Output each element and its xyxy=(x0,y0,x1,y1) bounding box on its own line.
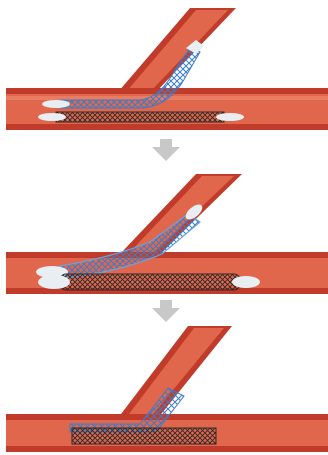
vessel-illustration-3 xyxy=(0,318,328,455)
vessel-illustration-1 xyxy=(0,0,328,140)
main-stent xyxy=(56,112,224,122)
down-arrow-icon xyxy=(150,139,182,161)
vessel-illustration-2 xyxy=(0,162,328,302)
panel-step-1 xyxy=(0,0,328,140)
main-balloon xyxy=(60,274,240,290)
panel-step-3 xyxy=(0,318,328,455)
panel-step-2 xyxy=(0,162,328,302)
deployed-main-stent xyxy=(72,428,216,444)
